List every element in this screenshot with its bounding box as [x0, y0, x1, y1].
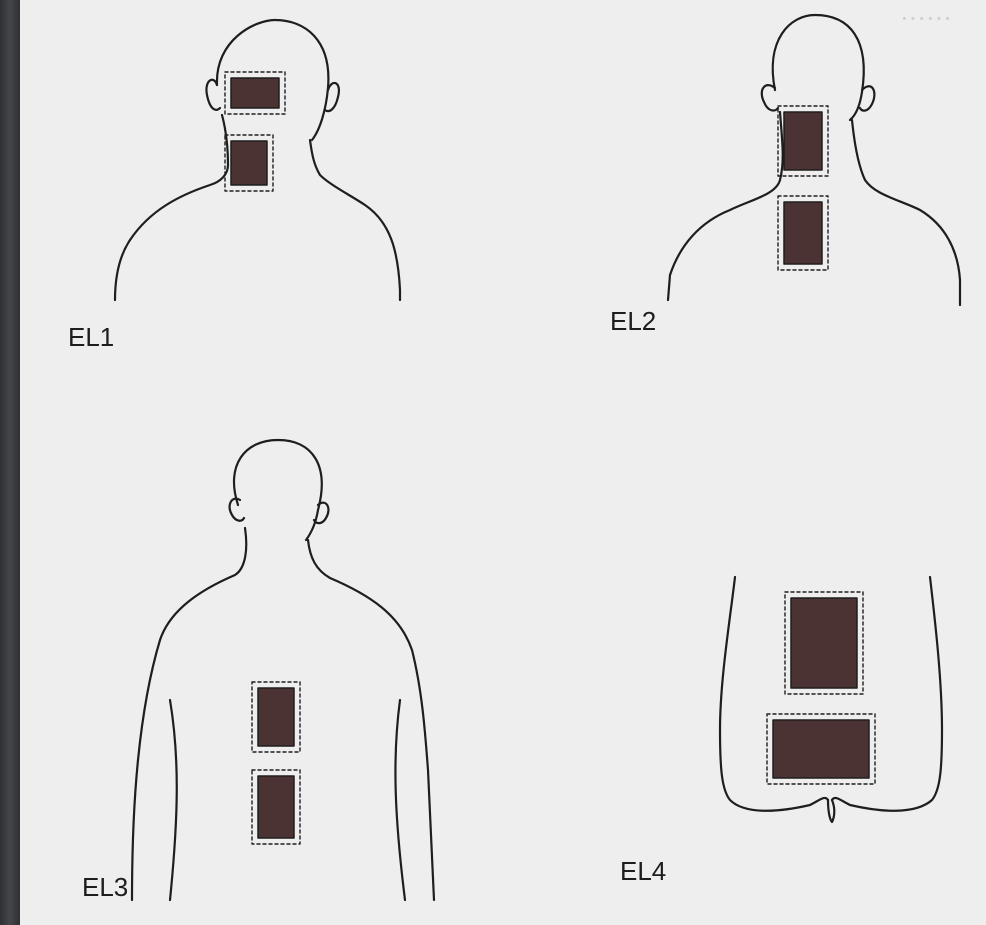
- electrode-placement-diagram: [20, 0, 986, 925]
- el2-electrode-lower: [778, 196, 828, 270]
- panel-label-el4: EL4: [620, 856, 666, 887]
- el3-electrode-lower: [252, 770, 300, 844]
- figure-page: ······ ·····: [20, 0, 986, 925]
- panel-label-el1: EL1: [68, 322, 114, 353]
- panel-label-el2: EL2: [610, 306, 656, 337]
- el2-electrode-upper: [778, 106, 828, 176]
- el4-electrode-lower: [767, 714, 875, 784]
- panel-label-el3: EL3: [82, 872, 128, 903]
- el3-electrode-upper: [252, 682, 300, 752]
- el4-electrode-upper: [785, 592, 863, 694]
- el1-electrode-lower: [225, 135, 273, 191]
- el1-electrode-upper: [225, 72, 285, 114]
